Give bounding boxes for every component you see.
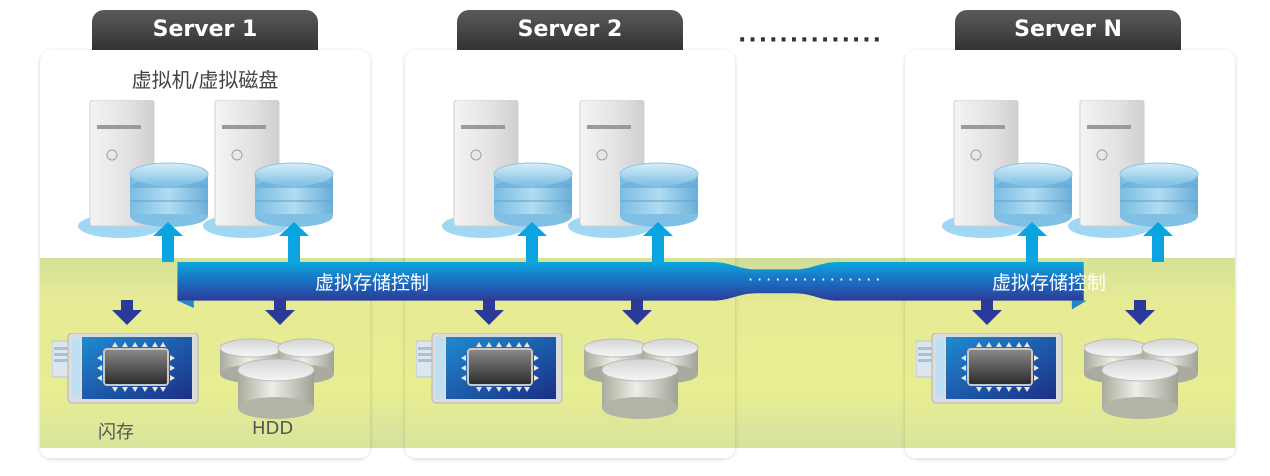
- arrow-up-icon: [517, 222, 547, 262]
- vm-server-icon: [1068, 100, 1199, 239]
- arrow-down-icon: [474, 300, 504, 325]
- flash-card-icon: [916, 333, 1063, 404]
- server-tab-2: Server 2: [457, 10, 683, 50]
- flash-card-icon: [416, 333, 563, 404]
- hdd-icon: [220, 338, 335, 420]
- more-servers-ellipsis: ··············: [738, 28, 884, 53]
- vm-server-icon: [442, 100, 573, 239]
- vm-server-icon: [78, 100, 209, 239]
- virtual-storage-control-bus: [177, 262, 1087, 310]
- bus-label-right: 虚拟存储控制: [992, 272, 1107, 294]
- hdd-icon: [584, 338, 699, 420]
- arrow-down-icon: [265, 300, 295, 325]
- vm-server-icon: [203, 100, 334, 239]
- arrow-up-icon: [1143, 222, 1173, 262]
- flash-label: 闪存: [98, 422, 134, 443]
- arrow-up-icon: [279, 222, 309, 262]
- arrow-up-icon: [153, 222, 183, 262]
- server-tab-1: Server 1: [92, 10, 318, 50]
- arrow-down-icon: [622, 300, 652, 325]
- hdd-icon: [1084, 338, 1199, 420]
- arrow-down-icon: [112, 300, 142, 325]
- hdd-label: HDD: [252, 418, 294, 439]
- server-tab-n: Server N: [955, 10, 1181, 50]
- arrow-up-icon: [643, 222, 673, 262]
- arrow-down-icon: [972, 300, 1002, 325]
- vm-vdisk-label: 虚拟机/虚拟磁盘: [131, 68, 279, 92]
- vm-server-icon: [568, 100, 699, 239]
- arrow-down-icon: [1125, 300, 1155, 325]
- arrow-up-icon: [1017, 222, 1047, 262]
- flash-card-icon: [52, 333, 199, 404]
- bus-label-left: 虚拟存储控制: [315, 272, 430, 294]
- vm-server-icon: [942, 100, 1073, 239]
- bus-ellipsis: ···············: [748, 270, 885, 289]
